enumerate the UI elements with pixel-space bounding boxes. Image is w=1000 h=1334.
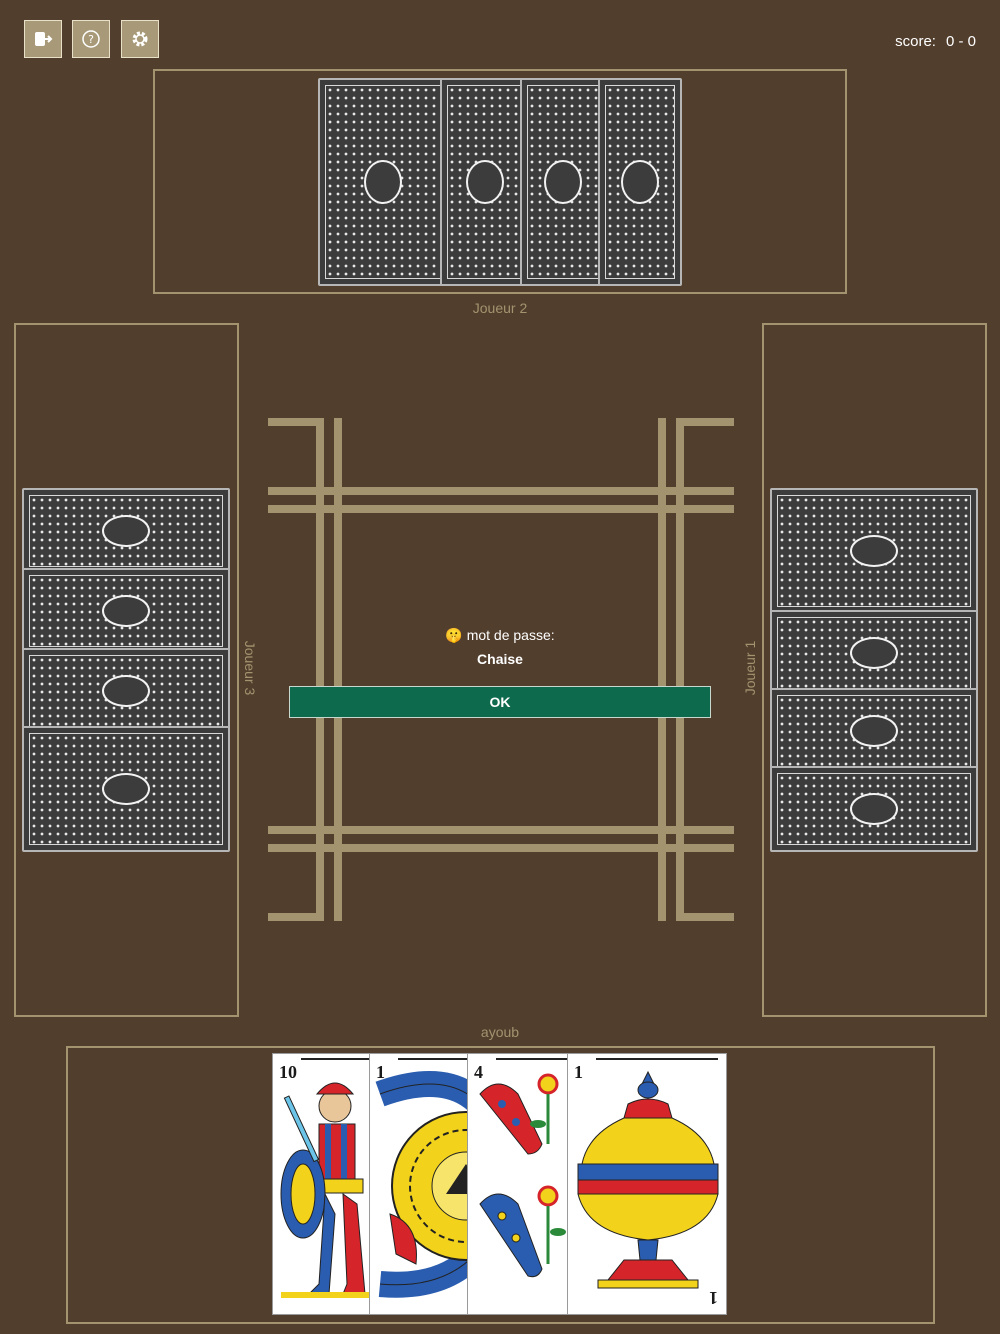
player-right-zone	[762, 323, 987, 1017]
password-prompt-label: mot de passe:	[466, 627, 555, 643]
score-value: 0 - 0	[945, 33, 976, 50]
card-rank-bottom: 1	[709, 1288, 718, 1308]
score-display: score: 0 - 0	[895, 33, 976, 50]
card-back	[770, 610, 978, 696]
help-icon: ?	[82, 30, 100, 48]
score-label: score:	[895, 33, 936, 50]
player-left-zone	[14, 323, 239, 1017]
secret-emoji-icon: 🤫	[445, 627, 463, 643]
card-back	[598, 78, 682, 286]
settings-icon	[132, 31, 148, 47]
card-back	[770, 488, 978, 614]
card-rank: 4	[474, 1062, 483, 1082]
club-suit-icon	[479, 1073, 566, 1278]
svg-text:?: ?	[88, 33, 94, 46]
exit-icon	[35, 32, 53, 46]
card-back	[520, 78, 606, 286]
player-top-zone	[153, 69, 847, 294]
card-back	[318, 78, 448, 286]
card-rank: 1	[574, 1062, 583, 1082]
password-word: Chaise	[477, 651, 523, 667]
card-back	[22, 488, 230, 574]
password-prompt: 🤫 mot de passe:	[0, 627, 1000, 644]
player-bottom-zone	[66, 1046, 935, 1324]
player-name-top: Joueur 2	[472, 300, 528, 316]
card-back	[22, 648, 230, 734]
hand-card-cup-1[interactable]: 1 1	[567, 1053, 727, 1315]
card-back	[770, 766, 978, 852]
card-back	[440, 78, 530, 286]
card-back	[770, 688, 978, 774]
card-rank: 10	[279, 1062, 297, 1082]
player-name-bottom: ayoub	[480, 1024, 520, 1040]
exit-button[interactable]	[24, 20, 62, 58]
card-rank: 1	[376, 1062, 385, 1082]
help-button[interactable]: ?	[72, 20, 110, 58]
sota-sword-figure-icon	[280, 1082, 401, 1298]
ok-button[interactable]: OK	[289, 686, 711, 718]
cup-suit-icon	[577, 1070, 719, 1289]
settings-button[interactable]	[121, 20, 159, 58]
card-back	[22, 726, 230, 852]
